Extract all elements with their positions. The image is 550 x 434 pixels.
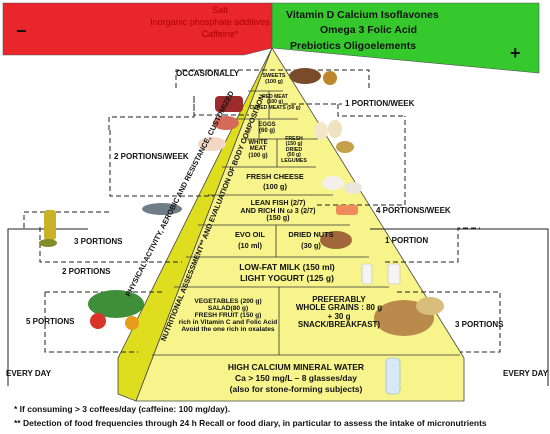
food-photo-red-meat [215, 96, 243, 112]
tier-legumes: FRESH(150 g)DRIED(50 g)LEGUMES [281, 136, 307, 164]
food-photo-white-meat [198, 137, 226, 151]
label-occasionally: OCCASIONALLY [176, 69, 240, 78]
banner-left-line-3: Caffeine* [201, 29, 239, 39]
label-four-portions-week: 4 PORTIONS/WEEK [376, 206, 451, 215]
label-one-portion-right: 1 PORTION [385, 236, 429, 245]
food-photo-fish [142, 203, 182, 215]
food-photo-legumes [336, 141, 354, 153]
banner-right-line-1: Vitamin D Calcium Isoflavones [286, 9, 439, 21]
tier-red-meat: RED MEAT(100 g)CURED MEATS (50 g) [249, 94, 301, 111]
label-five-portions: 5 PORTIONS [26, 317, 75, 326]
food-photo-cheese [322, 176, 344, 190]
label-every-day-right: EVERY DAY [503, 369, 549, 378]
banner-left-background [2, 2, 273, 56]
food-photo-nuts [320, 231, 352, 249]
food-photo-oil [44, 210, 56, 240]
food-photo-salmon [336, 205, 358, 215]
label-three-portions-left: 3 PORTIONS [74, 237, 123, 246]
tier-eggs: EGGS(60 g) [258, 122, 276, 135]
food-photo-milk [361, 263, 373, 285]
label-three-portions-right: 3 PORTIONS [455, 320, 504, 329]
food-photo-vegetables [88, 290, 144, 318]
footnote-caffeine: * If consuming > 3 coffees/day (caffeine… [14, 404, 231, 414]
tier-dried-nuts: DRIED NUTS(30 g) [288, 230, 334, 250]
tier-evo-oil: EVO OIL(10 ml) [235, 230, 265, 250]
banner-minus-sign: − [16, 21, 27, 41]
food-photo-eggs [314, 122, 328, 140]
label-one-portion-week: 1 PORTION/WEEK [345, 99, 415, 108]
tier-sweets: SWEETS(100 g) [262, 73, 286, 85]
tier-fish: LEAN FISH (2/7)AND RICH IN ω 3 (2/7)(150… [240, 198, 316, 223]
footnote-food-frequency: ** Detection of food frequencies through… [14, 418, 487, 428]
banner-right-background [271, 2, 540, 74]
banner-right-line-3: Prebiotics Oligoelements [290, 40, 417, 52]
tier-vegetables: VEGETABLES (200 g)SALAD(80 g)FRESH FRUIT… [178, 298, 278, 333]
banner-left-line-1: Salt [212, 5, 228, 15]
label-two-portions-week: 2 PORTIONS/WEEK [114, 152, 189, 161]
food-photo-sweets [289, 68, 321, 84]
banner-plus-sign: + [510, 43, 521, 63]
banner-left-line-2: Inorganic phosphate additives [150, 17, 270, 27]
food-photo-water-bottle [385, 357, 401, 395]
label-two-portions-left: 2 PORTIONS [62, 267, 111, 276]
tier-fresh-cheese: FRESH CHEESE(100 g) [246, 172, 304, 191]
tier-milk-yogurt: LOW-FAT MILK (150 ml)LIGHT YOGURT (125 g… [239, 262, 335, 283]
banner-right-line-2: Omega 3 Folic Acid [320, 24, 418, 36]
label-every-day-left: EVERY DAY [6, 369, 52, 378]
